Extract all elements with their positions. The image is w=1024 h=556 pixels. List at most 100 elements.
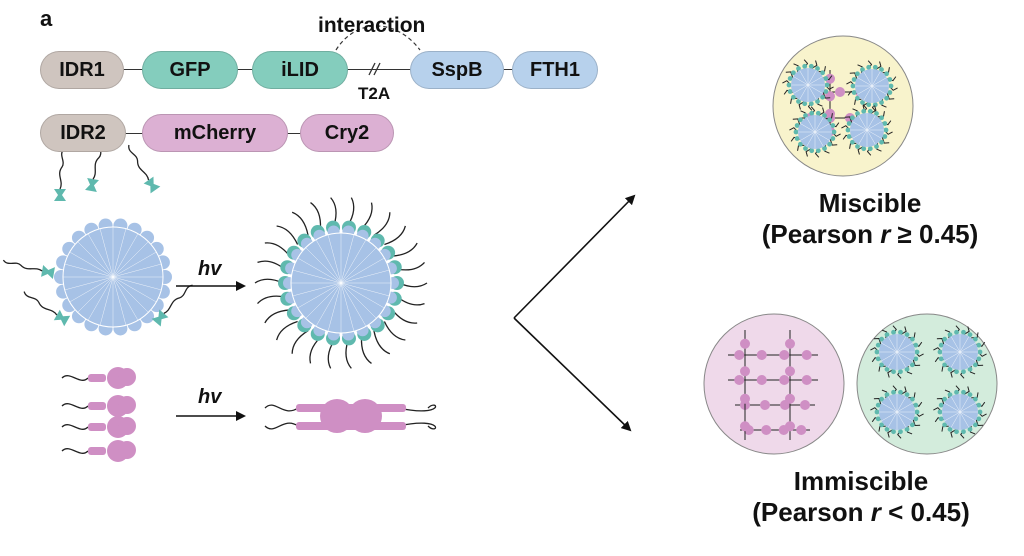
chain-bead [825, 91, 835, 102]
chain-bead [835, 87, 845, 97]
mini-spoke [896, 396, 907, 413]
mini-ligand [913, 416, 919, 422]
ligand-tail [128, 144, 150, 181]
mini-ligand [942, 396, 948, 402]
immiscible-title: Immiscible [793, 466, 929, 496]
mini-spoke [887, 396, 898, 413]
core-spoke [315, 239, 342, 284]
mini-tail [873, 337, 882, 345]
mini-ligand [815, 110, 821, 116]
chain-bead [785, 338, 795, 349]
mini-ligand [909, 396, 915, 402]
mini-spoke [896, 342, 913, 353]
linker-line [234, 69, 260, 70]
mini-tail [900, 386, 907, 395]
mini-spoke [881, 342, 898, 353]
mini-ligand [883, 127, 889, 133]
mini-tail [941, 365, 949, 372]
core-spoke [327, 282, 342, 332]
miscible-title: Miscible [818, 188, 922, 218]
mini-ligand [879, 100, 884, 105]
core-spoke [87, 276, 114, 321]
oligomer-tail [264, 404, 299, 412]
core-spoke [340, 282, 367, 327]
mini-ligand [855, 71, 860, 77]
mini-ligand [875, 416, 881, 422]
mini-spoke [799, 70, 809, 86]
cry2-rich-droplet [703, 313, 845, 455]
mini-particle [782, 59, 834, 111]
mini-ligand [884, 95, 889, 101]
miscible-label: Miscible (Pearson r ≥ 0.45) [730, 188, 1010, 250]
mini-ligand [961, 329, 966, 335]
mini-ligand [904, 426, 910, 432]
mini-ligand [891, 389, 896, 395]
free-ligand [151, 284, 193, 327]
core-spoke [77, 241, 114, 278]
mini-ligand [815, 148, 821, 154]
free-ligand [128, 144, 161, 194]
mini-tail [936, 397, 945, 405]
mini-ligand [887, 77, 893, 82]
cond-r: r [880, 219, 891, 249]
mini-particle [846, 60, 898, 112]
chain-bead [756, 375, 767, 385]
core-spoke [112, 276, 157, 303]
mini-tail [829, 139, 838, 146]
mini-tail [971, 392, 979, 399]
cond-r: r [870, 497, 881, 527]
mini-spoke [944, 411, 961, 422]
core-spoke [99, 276, 114, 326]
mini-spoke [852, 129, 868, 139]
oligomer-tail [397, 404, 437, 412]
mini-ligand [913, 356, 919, 362]
mini-ligand [875, 402, 881, 408]
mini-ligand [879, 67, 884, 72]
mini-spoke [871, 85, 887, 95]
chain-bead [796, 425, 807, 435]
mini-tail [805, 148, 812, 157]
monomer-linker [88, 402, 106, 410]
mini-ligand [942, 422, 948, 428]
mini-ligand [802, 63, 808, 69]
mini-spoke [959, 342, 976, 353]
core-spoke [292, 269, 342, 284]
mini-ligand [914, 349, 920, 355]
mini-ligand [954, 429, 959, 435]
core-spoke [64, 263, 114, 278]
bound-tail [264, 242, 291, 257]
core-spoke [340, 247, 377, 284]
mini-spoke [896, 336, 907, 353]
mini-ligand [855, 111, 860, 116]
mini-ligand [891, 369, 896, 375]
mini-ligand [977, 409, 983, 415]
cry2-chain [740, 425, 810, 435]
mini-spoke [959, 411, 976, 422]
mini-ligand [793, 129, 799, 135]
mini-tail [887, 369, 894, 378]
mini-tail [912, 359, 921, 367]
linker-line [118, 133, 148, 134]
chain-bead [740, 366, 750, 377]
mini-spoke [944, 342, 961, 353]
core-spoke [327, 234, 342, 284]
mini-spoke [800, 123, 816, 133]
mini-ligand [860, 67, 865, 72]
bound-tail [264, 309, 290, 324]
mini-ligand [882, 134, 888, 139]
mini-tail [936, 337, 945, 345]
chain-bead [761, 425, 772, 435]
mini-spoke [814, 123, 830, 133]
core-spoke [69, 251, 114, 278]
mini-ligand [855, 144, 860, 149]
cry2-chain [740, 330, 750, 440]
mini-ligand [904, 332, 910, 338]
mini-spoke [866, 129, 876, 145]
mini-ligand [947, 426, 953, 432]
mini-particle [870, 385, 924, 439]
mini-ligand [937, 409, 943, 415]
mini-tail [887, 429, 894, 438]
mini-spoke [881, 402, 898, 413]
mini-spoke [896, 411, 913, 422]
